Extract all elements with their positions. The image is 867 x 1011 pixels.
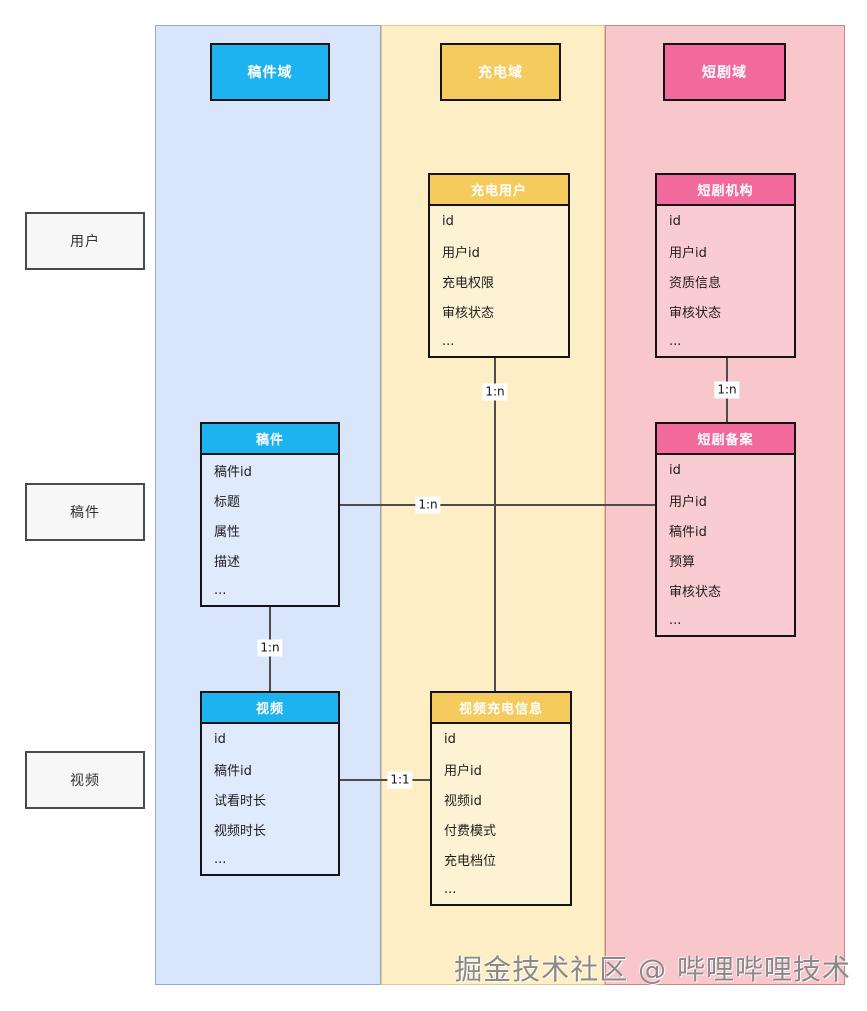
entity-field: ...	[669, 612, 682, 628]
entity-field: 稿件id	[214, 464, 252, 480]
connector-cardinality-label: 1:n	[415, 496, 441, 514]
entity-field: 稿件id	[214, 763, 252, 779]
entity-field: 稿件id	[669, 524, 707, 540]
entity-charging-user: 充电用户 id 用户id 充电权限 审核状态 ...	[428, 173, 570, 358]
entity-field: id	[669, 462, 681, 478]
connector-cardinality-label: 1:1	[387, 771, 413, 789]
entity-field: 用户id	[669, 245, 707, 261]
entity-drama-record-title: 短剧备案	[657, 424, 794, 455]
watermark-text: 掘金技术社区 @ 哔哩哔哩技术	[454, 953, 851, 986]
entity-video-title: 视频	[202, 693, 338, 724]
entity-drama-org: 短剧机构 id 用户id 资质信息 审核状态 ...	[655, 173, 796, 358]
entity-field: 试看时长	[214, 793, 267, 809]
row-label-manuscript: 稿件	[25, 483, 145, 541]
domain-title-manuscript: 稿件域	[210, 43, 330, 101]
entity-video-charging-info: 视频充电信息 id 用户id 视频id 付费模式 充电档位 ...	[430, 691, 572, 906]
row-label-user: 用户	[25, 212, 145, 270]
domain-title-drama: 短剧域	[663, 43, 786, 101]
entity-field: 审核状态	[669, 584, 722, 600]
entity-field: id	[669, 213, 681, 229]
entity-field: ...	[669, 333, 682, 349]
connector-cardinality-label: 1:n	[714, 381, 740, 399]
entity-field: id	[214, 731, 226, 747]
connector-line-video-videocharging	[340, 779, 430, 781]
entity-field: 标题	[214, 494, 241, 510]
entity-drama-record: 短剧备案 id 用户id 稿件id 预算 审核状态 ...	[655, 422, 796, 637]
entity-field: id	[444, 731, 456, 747]
connector-line-manuscript-dramarecord	[340, 504, 655, 506]
entity-field: 视频时长	[214, 823, 267, 839]
entity-field: ...	[214, 851, 227, 867]
entity-field: 审核状态	[442, 305, 495, 321]
entity-field: 预算	[669, 554, 696, 570]
entity-field: 视频id	[444, 793, 482, 809]
entity-charging-user-title: 充电用户	[430, 175, 568, 206]
entity-drama-org-title: 短剧机构	[657, 175, 794, 206]
entity-field: 属性	[214, 524, 241, 540]
entity-field: 资质信息	[669, 275, 722, 291]
entity-video: 视频 id 稿件id 试看时长 视频时长 ...	[200, 691, 340, 876]
entity-field: 用户id	[442, 245, 480, 261]
entity-field: ...	[214, 582, 227, 598]
entity-field: 审核状态	[669, 305, 722, 321]
domain-title-charging: 充电域	[440, 43, 561, 101]
entity-field: id	[442, 213, 454, 229]
entity-field: ...	[442, 333, 455, 349]
entity-field: ...	[444, 881, 457, 897]
entity-field: 充电权限	[442, 275, 495, 291]
entity-field: 充电档位	[444, 853, 497, 869]
connector-cardinality-label: 1:n	[482, 383, 508, 401]
entity-manuscript: 稿件 稿件id 标题 属性 描述 ...	[200, 422, 340, 607]
entity-field: 付费模式	[444, 823, 497, 839]
entity-field: 用户id	[669, 494, 707, 510]
entity-video-charging-info-title: 视频充电信息	[432, 693, 570, 724]
entity-field: 用户id	[444, 763, 482, 779]
connector-cardinality-label: 1:n	[257, 639, 283, 657]
entity-manuscript-title: 稿件	[202, 424, 338, 455]
connector-line-charginguser-videocharging	[494, 352, 496, 691]
entity-field: 描述	[214, 554, 241, 570]
row-label-video: 视频	[25, 751, 145, 809]
